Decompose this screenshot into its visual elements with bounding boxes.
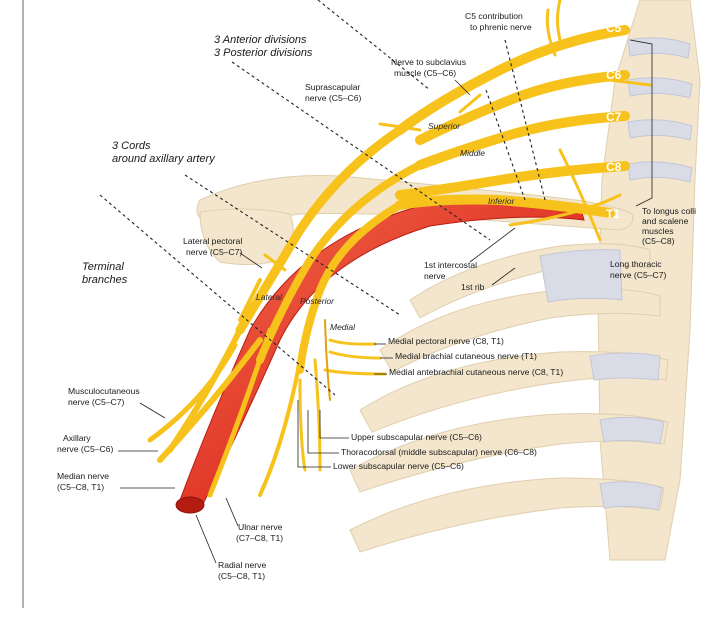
median-label-1: Median nerve xyxy=(57,471,109,481)
trunk-superior-label: Superior xyxy=(428,121,461,131)
axillary-label-1: Axillary xyxy=(63,433,91,443)
phrenic-label-1: C5 contribution xyxy=(465,11,523,21)
intercostal-label-1: 1st intercostal xyxy=(424,260,477,270)
root-c8-label: C8 xyxy=(606,160,622,174)
terminal-heading-line2: branches xyxy=(82,274,128,286)
dashed-dividers xyxy=(99,0,546,396)
subclavius-label-1: Nerve to subclavius xyxy=(391,57,466,67)
lateral-pectoral-label-2: nerve (C5–C7) xyxy=(186,247,242,257)
upper-subscapular-label: Upper subscapular nerve (C5–C6) xyxy=(351,432,482,442)
root-labels: C5 C6 C7 C8 T1 xyxy=(606,21,653,221)
section-headings: 3 Anterior divisions 3 Posterior divisio… xyxy=(82,34,313,286)
medial-pectoral-label: Medial pectoral nerve (C8, T1) xyxy=(388,336,504,346)
longus-label-2: and scalene xyxy=(642,216,689,226)
nerve-network xyxy=(147,0,652,498)
musculocutaneous-label-1: Musculocutaneous xyxy=(68,386,140,396)
root-c7-label: C7 xyxy=(606,110,622,124)
longus-label-1: To longus colli xyxy=(642,206,696,216)
radial-label-1: Radial nerve xyxy=(218,560,266,570)
ulnar-label-1: Ulnar nerve xyxy=(238,522,283,532)
medial-brachial-label: Medial brachial cutaneous nerve (T1) xyxy=(395,351,537,361)
musculocutaneous-label-2: nerve (C5–C7) xyxy=(68,397,124,407)
thoracodorsal-label: Thoracodorsal (middle subscapular) nerve… xyxy=(341,447,537,457)
longus-label-4: (C5–C8) xyxy=(642,236,675,246)
cord-posterior-label: Posterior xyxy=(300,296,335,306)
axillary-label-2: nerve (C5–C6) xyxy=(57,444,113,454)
lower-subscapular-label: Lower subscapular nerve (C5–C6) xyxy=(333,461,464,471)
trunk-middle-label: Middle xyxy=(460,148,485,158)
first-rib-label: 1st rib xyxy=(461,282,485,292)
cord-medial-label: Medial xyxy=(330,322,356,332)
trunk-inferior-label: Inferior xyxy=(488,196,516,206)
subclavius-label-2: muscle (C5–C6) xyxy=(394,68,456,78)
cords-heading-line2: around axillary artery xyxy=(112,153,216,165)
suprascapular-label-2: nerve (C5–C6) xyxy=(305,93,361,103)
skeleton xyxy=(196,0,701,561)
intercostal-label-2: nerve xyxy=(424,271,446,281)
cords-heading-line1: 3 Cords xyxy=(112,140,151,152)
medial-antebrachial-label: Medial antebrachial cutaneous nerve (C8,… xyxy=(389,367,563,377)
long-thoracic-label-2: nerve (C5–C7) xyxy=(610,270,666,280)
root-c6-label: C6 xyxy=(606,68,622,82)
trunk-labels: Superior Middle Inferior Lateral Posteri… xyxy=(256,121,516,332)
divisions-heading-line1: 3 Anterior divisions xyxy=(214,34,307,46)
ulnar-label-2: (C7–C8, T1) xyxy=(236,533,283,543)
suprascapular-label-1: Suprascapular xyxy=(305,82,361,92)
phrenic-label-2: to phrenic nerve xyxy=(470,22,532,32)
long-thoracic-label-1: Long thoracic xyxy=(610,259,662,269)
divisions-heading-line2: 3 Posterior divisions xyxy=(214,47,313,59)
median-label-2: (C5–C8, T1) xyxy=(57,482,104,492)
lateral-pectoral-label-1: Lateral pectoral xyxy=(183,236,242,246)
longus-label-3: muscles xyxy=(642,226,674,236)
root-t1-label: T1 xyxy=(606,207,620,221)
root-c5-label: C5 xyxy=(606,21,622,35)
annotation-labels: C5 contribution to phrenic nerve Nerve t… xyxy=(57,11,696,581)
terminal-heading-line1: Terminal xyxy=(82,261,124,273)
radial-label-2: (C5–C8, T1) xyxy=(218,571,265,581)
cord-lateral-label: Lateral xyxy=(256,292,283,302)
